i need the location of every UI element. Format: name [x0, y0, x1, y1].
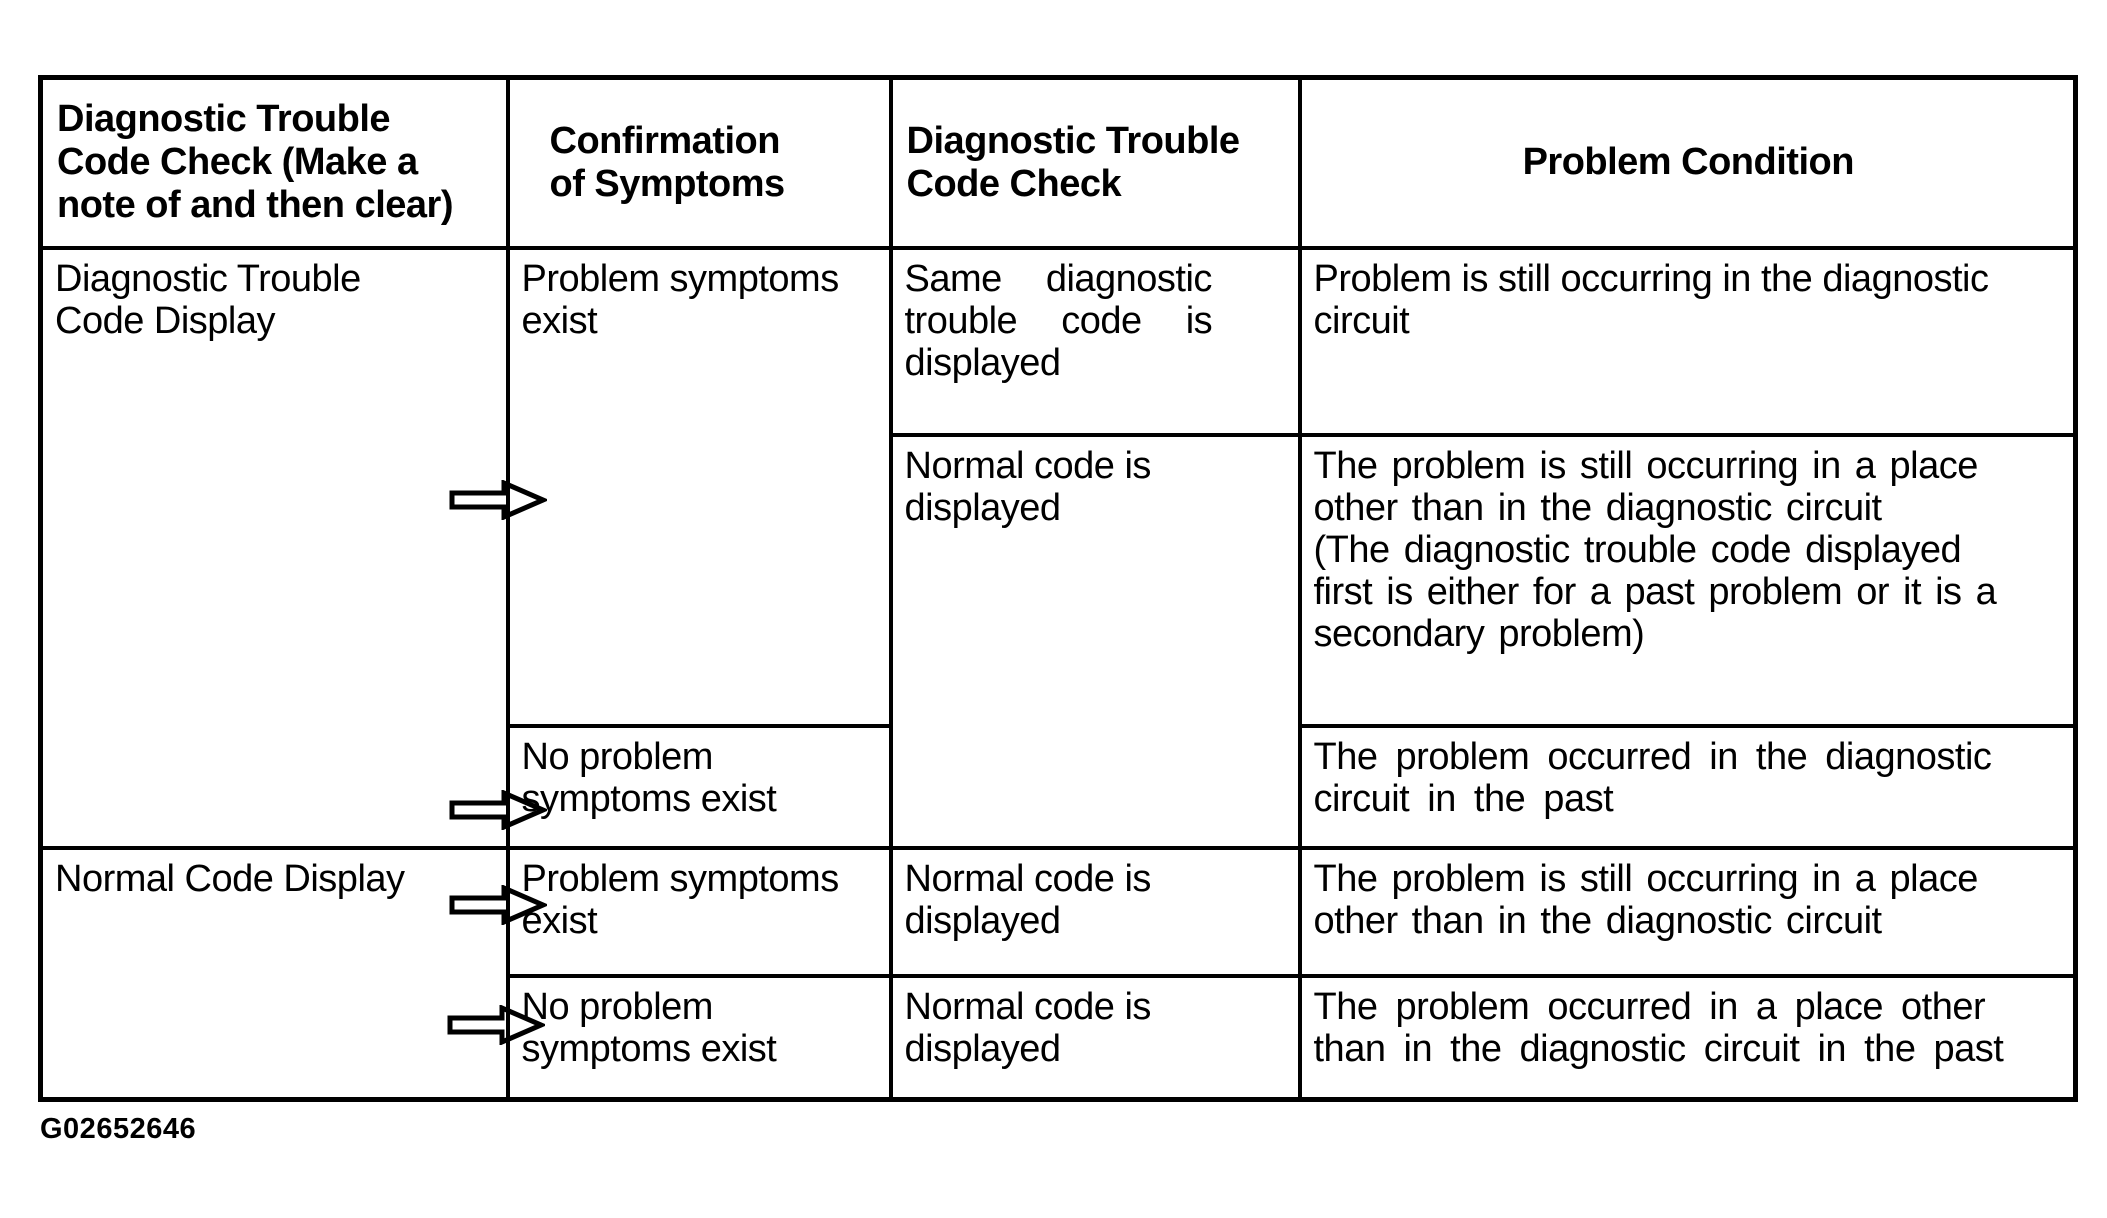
- flow-arrow-icon: [447, 1005, 545, 1045]
- cell-normal-code-display: Normal Code Display: [38, 845, 510, 1102]
- header-dtc-check: Diagnostic Trouble Code Check: [888, 75, 1302, 250]
- header-confirmation-of-symptoms: Confirmation of Symptoms: [505, 75, 893, 250]
- header-problem-condition: Problem Condition: [1297, 75, 2078, 250]
- cell-condition-3: The problem occurred in the diagnostic c…: [1297, 723, 2078, 850]
- cell-problem-symptoms-exist-1: Problem symptoms exist: [505, 245, 893, 728]
- table-row: No problem symptoms exist The problem oc…: [41, 723, 2078, 850]
- cell-no-problem-symptoms-1: No problem symptoms exist: [505, 723, 893, 850]
- flow-arrow-icon: [449, 885, 547, 925]
- cell-condition-2: The problem is still occurring in a plac…: [1297, 432, 2078, 728]
- table-row: No problem symptoms exist Normal code is…: [41, 973, 2078, 1102]
- cell-condition-1: Problem is still occurring in the diagno…: [1297, 245, 2078, 437]
- cell-no-problem-symptoms-2: No problem symptoms exist: [505, 973, 893, 1102]
- table-row: Normal Code Display Problem symptoms exi…: [38, 845, 2078, 1102]
- cell-same-code-displayed: Same diagnostic trouble code is displaye…: [888, 245, 1302, 437]
- cell-condition-4: The problem is still occurring in a plac…: [1297, 845, 2078, 978]
- flow-arrow-icon: [449, 790, 547, 830]
- cell-normal-code-displayed-3: Normal code is displayed: [888, 973, 1302, 1102]
- header-code-check: Diagnostic Trouble Code Check (Make a no…: [38, 75, 510, 250]
- cell-normal-code-displayed-1: Normal code is displayed: [888, 432, 1302, 850]
- diagnostic-trouble-code-table: Diagnostic Trouble Code Check (Make a no…: [38, 75, 2078, 1102]
- cell-dtc-code-display: Diagnostic Trouble Code Display: [38, 245, 510, 850]
- table-row: Diagnostic Trouble Code Display Problem …: [38, 245, 2078, 850]
- table-header-row: Diagnostic Trouble Code Check (Make a no…: [38, 75, 2078, 250]
- table-row: Normal code is displayed The problem is …: [41, 432, 2078, 850]
- cell-condition-5: The problem occurred in a place other th…: [1297, 973, 2078, 1102]
- cell-problem-symptoms-exist-2: Problem symptoms exist: [505, 845, 893, 978]
- cell-normal-code-displayed-2: Normal code is displayed: [888, 845, 1302, 978]
- flow-arrow-icon: [449, 480, 547, 520]
- figure-code: G02652646: [40, 1113, 197, 1145]
